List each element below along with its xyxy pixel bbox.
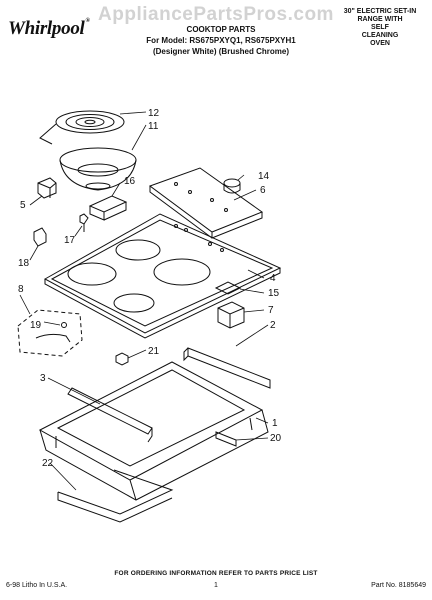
callout-labels: 12 11 14 16 6 5 17 18 4 8 15 7 19 2 21 3… <box>18 108 282 469</box>
front-trim <box>57 469 174 523</box>
callout-21: 21 <box>148 346 160 357</box>
terminal-block <box>217 301 245 329</box>
callout-22: 22 <box>42 458 54 469</box>
callout-8: 8 <box>18 284 24 295</box>
callout-14: 14 <box>258 171 270 182</box>
product-description-4: CLEANING <box>361 32 399 39</box>
callout-18: 18 <box>18 258 30 269</box>
finish-options: (Designer White) (Brushed Chrome) <box>152 47 289 56</box>
cooktop-clip <box>33 227 47 247</box>
part-number: Part No. 8185649 <box>371 582 426 589</box>
terminal-block-spacer <box>214 281 242 295</box>
ordering-info: FOR ORDERING INFORMATION REFER TO PARTS … <box>114 570 318 577</box>
callout-6: 6 <box>260 185 266 196</box>
product-description-3: SELF <box>371 24 389 31</box>
callout-17: 17 <box>64 235 76 246</box>
control-panel <box>148 167 264 239</box>
model-numbers: For Model: RS675PXYQ1, RS675PXYH1 <box>146 36 296 45</box>
callout-12: 12 <box>148 108 160 119</box>
callout-16: 16 <box>124 176 136 187</box>
callout-20: 20 <box>270 433 282 444</box>
callout-1: 1 <box>272 418 278 429</box>
callout-2: 2 <box>270 320 276 331</box>
receptacle-bracket <box>88 195 128 221</box>
callout-3: 3 <box>40 373 46 384</box>
drip-bowl <box>59 147 137 191</box>
callout-4: 4 <box>270 273 276 284</box>
callout-7: 7 <box>268 305 274 316</box>
page-title: COOKTOP PARTS <box>186 25 256 34</box>
rear-bracket <box>183 347 271 389</box>
leader-lines <box>19 111 269 491</box>
page-number: 1 <box>214 582 218 589</box>
surface-element-coil <box>39 110 125 145</box>
element-receptacle <box>37 177 57 199</box>
infinite-switch <box>223 178 241 194</box>
cooktop-screw <box>115 352 129 366</box>
product-description-2: RANGE WITH <box>357 16 403 23</box>
exploded-parts-diagram: 12 11 14 16 6 5 17 18 4 8 15 7 19 2 21 3… <box>17 108 282 523</box>
wire-kit <box>17 309 83 357</box>
callout-15: 15 <box>268 288 280 299</box>
print-info: 6-98 Litho In U.S.A. <box>6 582 68 589</box>
cooktop-panel <box>43 213 282 339</box>
registered-mark: ® <box>85 18 91 24</box>
product-description-5: OVEN <box>370 40 390 47</box>
callout-11: 11 <box>148 121 159 132</box>
watermark-text: AppliancePartsPros.com <box>98 4 334 25</box>
callout-19: 19 <box>30 320 42 331</box>
mounting-screw <box>79 213 89 232</box>
brand-name: Whirlpool <box>8 18 85 39</box>
whirlpool-logo: Whirlpool® <box>8 18 90 40</box>
callout-5: 5 <box>20 200 26 211</box>
burner-box <box>38 361 269 501</box>
product-description-1: 30" ELECTRIC SET-IN <box>343 8 417 15</box>
